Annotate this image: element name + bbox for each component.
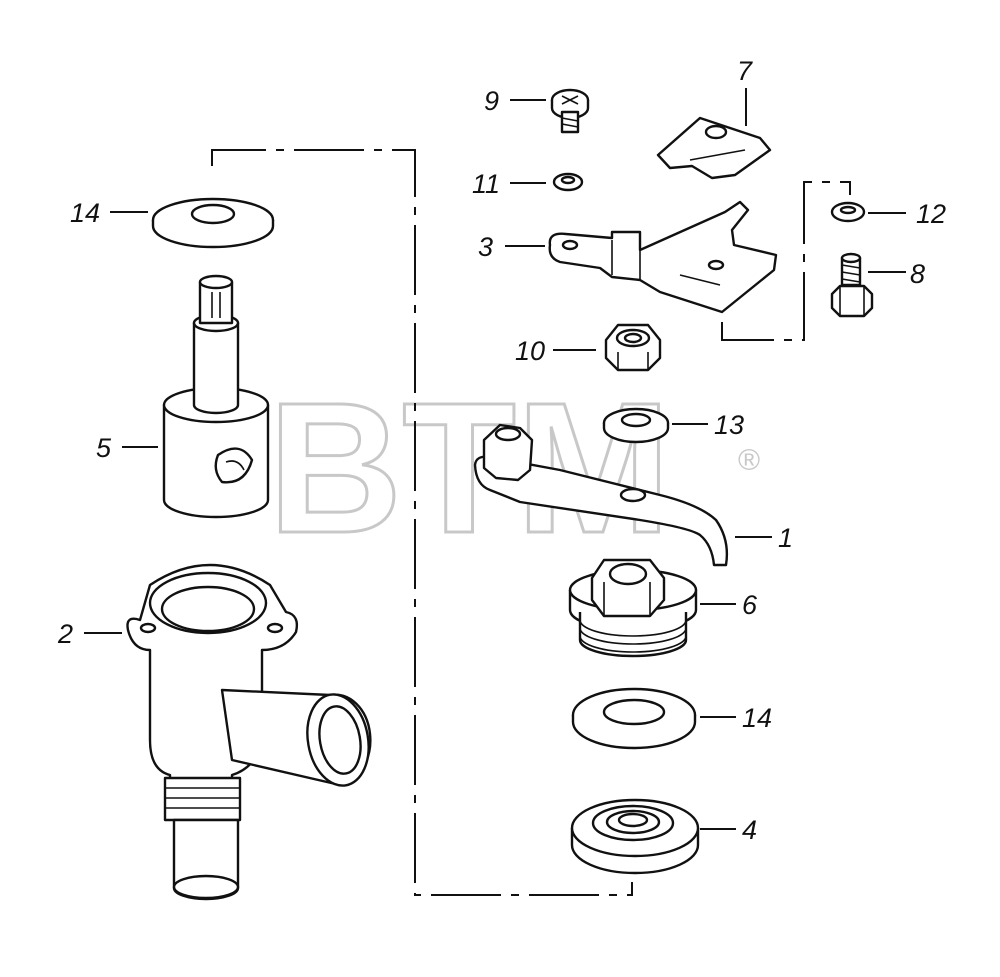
callout-2: 2 [57, 619, 73, 649]
part-10-nut [604, 323, 662, 372]
callout-11: 11 [472, 169, 500, 199]
part-14-washer-upper [151, 197, 275, 249]
callout-5: 5 [96, 433, 112, 463]
part-14-washer-lower [571, 687, 697, 750]
part-3-bracket [548, 200, 778, 314]
part-12-washer [830, 201, 866, 223]
assembly-lines [211, 149, 851, 896]
watermark-registered-mark: ® [738, 444, 760, 477]
callout-9: 9 [484, 86, 499, 116]
callout-13: 13 [714, 410, 744, 440]
callout-6: 6 [742, 590, 758, 620]
callout-8: 8 [910, 259, 925, 289]
callout-7: 7 [737, 56, 753, 86]
part-2-valve-body [126, 563, 372, 901]
leader-lines [84, 88, 906, 830]
part-1-lever [473, 423, 729, 567]
assembly-line-left [211, 149, 633, 896]
callout-1: 1 [778, 523, 793, 553]
callout-14-lower: 14 [742, 703, 772, 733]
part-5-valve-plug [162, 274, 270, 519]
callout-3: 3 [478, 232, 493, 262]
watermark-text: BTM [268, 365, 671, 572]
part-13-lock-washer [602, 407, 670, 444]
part-11-washer [552, 172, 584, 192]
watermark: BTM ® [267, 364, 761, 574]
part-7-clip [656, 116, 772, 180]
callout-12: 12 [916, 199, 946, 229]
part-8-bolt [830, 252, 874, 318]
callouts: 14 5 2 9 11 3 10 7 12 8 13 1 6 14 4 [57, 56, 946, 845]
callout-10: 10 [515, 336, 545, 366]
assembly-line-right [721, 181, 851, 341]
callout-4: 4 [742, 815, 757, 845]
part-6-plug [568, 558, 698, 658]
callout-14-upper: 14 [70, 198, 100, 228]
part-9-screw [550, 88, 590, 134]
part-4-seal [570, 798, 700, 875]
